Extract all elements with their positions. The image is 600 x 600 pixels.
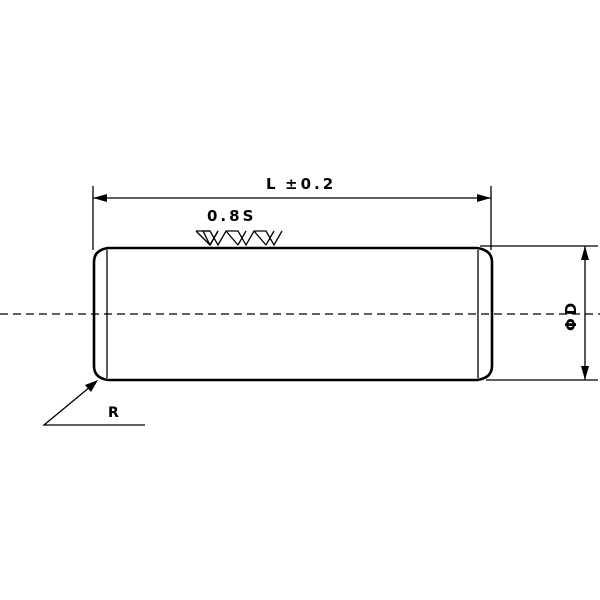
length-arrow-right [477, 194, 491, 202]
pin-outline [92, 246, 494, 382]
radius-leader-line [42, 381, 145, 426]
length-arrow-left [93, 194, 107, 202]
radius-label: R [108, 405, 119, 421]
diameter-arrow-bottom [581, 366, 589, 380]
diameter-label: ΦD [562, 300, 580, 331]
diameter-arrow-top [581, 246, 589, 260]
surface-finish-symbol [195, 230, 283, 247]
length-tolerance: ±0.2 [285, 175, 336, 193]
radius-arrow [85, 380, 98, 392]
length-label: L [266, 175, 279, 193]
surface-finish-label: 0.8S [207, 207, 256, 225]
